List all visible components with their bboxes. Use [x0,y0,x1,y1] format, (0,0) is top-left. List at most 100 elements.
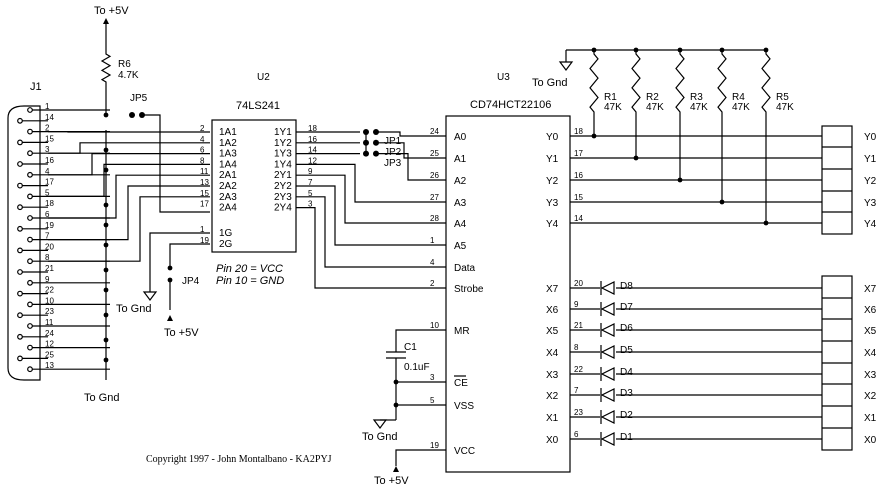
u2-to-u3-wire [296,185,410,246]
u3-pin-name: VCC [454,446,475,457]
u2-pin-name: 2A1 [219,170,237,181]
wire [169,243,210,268]
r5-resistor [761,50,771,116]
u3-pin-number: 1 [430,236,435,245]
u3-pin-number: 27 [430,193,439,202]
resistor-label: R4 [732,92,745,103]
u2-pin-name: 1G [219,228,233,239]
u2-pin-name: 2A4 [219,203,237,214]
j1-pin-number: 9 [45,275,50,284]
u3-pin-number: 17 [574,149,583,158]
j1-pin-24 [17,333,23,340]
r6-label: R6 [118,59,131,70]
u3-pin-number: 22 [574,365,583,374]
resistor-value: 47K [604,102,622,113]
ground-label-jp4: To Gnd [116,303,151,315]
u2-ref: U2 [257,72,270,83]
j1-pin-number: 14 [45,113,54,122]
resistor-ground [558,61,574,71]
u2-pin-name: 1A1 [219,127,237,138]
junction-dot [103,267,109,273]
jp-jumper-3 [363,150,369,157]
u3-pin-name: Y0 [546,132,559,143]
labels: 1142153164175186197208219221023112412251… [30,5,877,487]
j1-pin-number: 25 [45,350,54,359]
j1-pin-4 [27,171,33,178]
junction-dot [167,265,173,271]
power-label-jp4: To +5V [164,327,199,339]
u3-pin-name: A4 [454,219,467,230]
c1-value: 0.1uF [404,362,430,373]
j1-connector-shell [7,105,41,381]
u3-pin-name: X4 [546,348,559,359]
diode-label: D3 [620,388,633,399]
diode-label: D6 [620,323,633,334]
u2-pin-name: 2Y1 [274,170,292,181]
j1-pin-number: 23 [45,307,54,316]
u2-to-u3-wire [296,163,410,203]
jp-jumper-2 [363,139,369,146]
u3-pin-number: 15 [574,193,583,202]
u3-pin-number: 21 [574,321,583,330]
x-output-label: X6 [864,305,877,316]
u2-pin-name: 1A2 [219,138,237,149]
diode-D1 [600,432,615,446]
junction-dot [103,312,109,318]
u3-pin-name: X5 [546,326,559,337]
u3-ic-body [445,115,571,473]
j1-pin-number: 13 [45,361,54,370]
j1-to-u2-wire [48,142,210,154]
diode-D3 [600,388,615,402]
j1-pin-number: 16 [45,156,54,165]
jp-jumper-1 [363,129,369,135]
u2-pin-name: 1A4 [219,159,237,170]
u3-pin-name: X3 [546,370,559,381]
j1-pin-10 [27,301,33,308]
x-output-label: X1 [864,413,877,424]
x-output-label: X0 [864,435,877,446]
jp4-label: JP4 [182,276,200,287]
u3-pin-number: 9 [574,300,579,309]
junction-dot [103,167,109,173]
j1-pin-15 [17,139,23,146]
u3-pin-number: 18 [574,127,583,136]
u3-pin-number: 6 [574,430,579,439]
j1-pin-19 [17,225,23,232]
u3-pin-name: X0 [546,435,559,446]
u3-pin-number: 7 [574,386,579,395]
u2-pin-number: 7 [308,178,313,187]
u3-pin-number: 25 [430,149,439,158]
u3-pin-name: A1 [454,154,467,165]
u2-pin-number: 15 [200,189,209,198]
junction-dot [393,402,399,408]
j1-pin-number: 12 [45,340,54,349]
u2-pin-name: 2G [219,239,233,250]
u3-pin-number: 10 [430,321,439,330]
j1-pin-number: 10 [45,296,54,305]
u3-pin-number: 23 [574,408,583,417]
u2-pin-number: 1 [200,225,205,234]
u2-pin-number: 17 [200,200,209,209]
u3-pin-number: 19 [430,441,439,450]
j1-pin-3 [27,150,33,157]
j1-pin-25 [17,355,23,362]
r4-resistor [717,50,727,116]
jp4-power-arrow [167,315,173,321]
j1-pin-number: 7 [45,232,50,241]
wire [395,329,410,352]
diode-D6 [600,323,615,337]
y-output-label: Y2 [864,176,877,187]
wire [395,449,410,466]
j1-pin-number: 15 [45,134,54,143]
j1-pin-number: 20 [45,242,54,251]
u3-pin-number: 2 [430,279,435,288]
components [7,18,853,473]
ground-label-j1: To Gnd [84,392,119,404]
r6-value: 4.7K [118,70,139,81]
u3-pin-name: Y4 [546,219,559,230]
y-output-label: Y0 [864,132,877,143]
u2-pin-number: 14 [308,146,317,155]
j1-pin-number: 2 [45,124,50,133]
j1-pin-number: 8 [45,253,50,262]
diode-D7 [600,302,615,316]
